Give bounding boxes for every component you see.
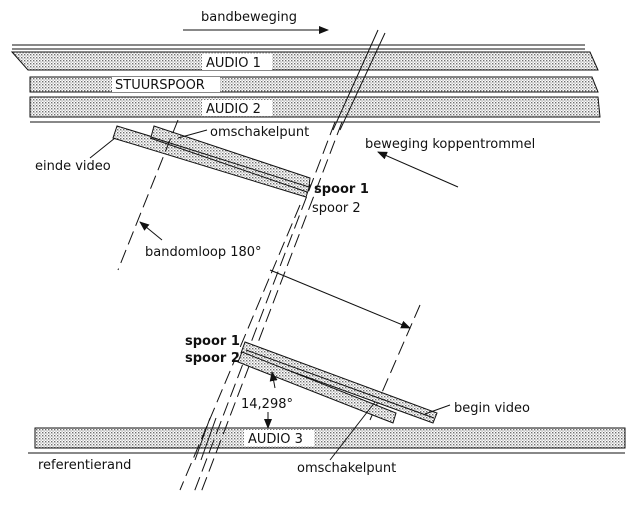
tape-motion-label: bandbeweging <box>201 10 297 25</box>
audio-2-label: AUDIO 2 <box>206 102 261 117</box>
track-2-top-label: spoor 2 <box>312 201 361 216</box>
angle-arrow-up <box>269 371 278 389</box>
audio-3-label: AUDIO 3 <box>248 432 303 447</box>
end-video-label: einde video <box>35 159 111 174</box>
audio-2-label-bg <box>202 100 272 116</box>
audio-1-label: AUDIO 1 <box>206 56 261 71</box>
leader-lines <box>89 129 451 461</box>
audio-3-label-bg <box>244 430 314 446</box>
audio-2-track <box>29 96 601 123</box>
tape-wrap-label: bandomloop 180° <box>145 245 262 260</box>
control-track-label-bg <box>112 77 220 92</box>
tape-wrap-arrow-right <box>269 269 411 329</box>
tape-top-edge <box>12 44 585 50</box>
head-path-solid-top <box>332 29 386 131</box>
audio-1-track <box>10 51 599 71</box>
track-1-top-label: spoor 1 <box>314 182 369 197</box>
reference-edge-label: referentierand <box>38 458 131 473</box>
angle-label: 14,298° <box>241 397 293 412</box>
control-track-label: STUURSPOOR <box>115 78 205 93</box>
tape-wrap-arrow-left <box>139 221 163 241</box>
head-path-solid-bottom <box>194 417 217 461</box>
switch-point-top-label: omschakelpunt <box>210 125 309 140</box>
switch-point-bottom-label: omschakelpunt <box>297 461 396 476</box>
begin-video-label: begin video <box>454 401 530 416</box>
video-track-top <box>112 125 311 198</box>
drum-motion-label: beweging koppentrommel <box>365 137 535 152</box>
video-track-bottom <box>237 341 438 424</box>
track-2-bottom-label: spoor 2 <box>185 351 240 366</box>
audio-1-label-bg <box>202 54 272 70</box>
audio-3-track <box>28 427 626 454</box>
drum-motion-arrow <box>377 151 459 188</box>
track-1-bottom-label: spoor 1 <box>185 334 240 349</box>
